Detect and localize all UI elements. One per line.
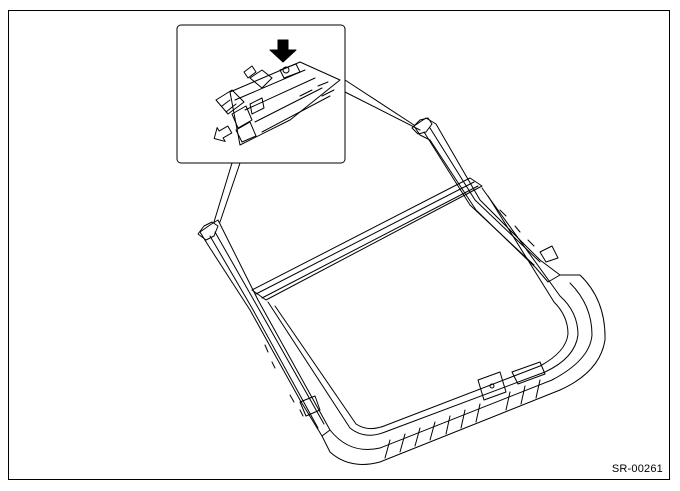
- front-latch-bracket: [477, 371, 507, 401]
- callout-leaders: [213, 79, 421, 223]
- inner-opening: [267, 187, 579, 436]
- push-arrow-icon: [269, 39, 297, 63]
- figure-code-label: SR-00261: [611, 463, 663, 475]
- detail-inset: [176, 24, 346, 164]
- inset-border: [176, 24, 346, 164]
- cross-bar: [251, 177, 483, 301]
- release-arrow-icon: [213, 125, 233, 142]
- right-rail: [413, 117, 561, 283]
- front-frame: [321, 274, 606, 465]
- sunroof-frame: [197, 117, 606, 465]
